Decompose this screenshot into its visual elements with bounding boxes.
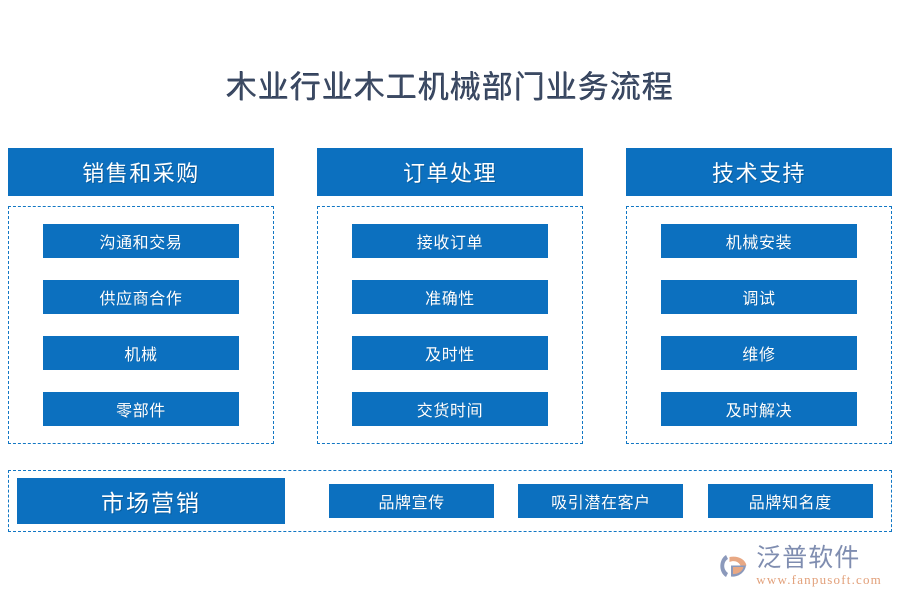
logo-text-wrap: 泛普软件 www.fanpusoft.com	[756, 546, 882, 586]
logo-website-url: www.fanpusoft.com	[756, 572, 882, 587]
item-box[interactable]: 品牌宣传	[329, 484, 495, 518]
item-box[interactable]: 供应商合作	[43, 280, 239, 314]
column-header-2[interactable]: 订单处理	[317, 148, 583, 196]
bottom-header-marketing[interactable]: 市场营销	[17, 478, 285, 524]
column-body-2: 接收订单 准确性 及时性 交货时间	[317, 206, 583, 444]
item-box[interactable]: 调试	[661, 280, 857, 314]
column-header-3[interactable]: 技术支持	[626, 148, 892, 196]
item-box[interactable]: 接收订单	[352, 224, 548, 258]
column-sales-procurement: 销售和采购 沟通和交易 供应商合作 机械 零部件	[8, 148, 274, 448]
page-title: 木业行业木工机械部门业务流程	[226, 70, 674, 105]
item-box[interactable]: 沟通和交易	[43, 224, 239, 258]
column-body-3: 机械安装 调试 维修 及时解决	[626, 206, 892, 444]
item-box[interactable]: 交货时间	[352, 392, 548, 426]
column-header-1[interactable]: 销售和采购	[8, 148, 274, 196]
item-box[interactable]: 准确性	[352, 280, 548, 314]
item-box[interactable]: 及时性	[352, 336, 548, 370]
item-box[interactable]: 机械	[43, 336, 239, 370]
item-box[interactable]: 维修	[661, 336, 857, 370]
item-box[interactable]: 及时解决	[661, 392, 857, 426]
item-box[interactable]: 机械安装	[661, 224, 857, 258]
fanpu-swirl-icon	[720, 555, 747, 577]
item-box[interactable]: 品牌知名度	[707, 484, 873, 518]
bottom-items-container: 品牌宣传 吸引潜在客户 品牌知名度	[285, 484, 885, 518]
item-box[interactable]: 吸引潜在客户	[518, 484, 684, 518]
brand-logo: 泛普软件 www.fanpusoft.com	[716, 546, 882, 586]
column-body-1: 沟通和交易 供应商合作 机械 零部件	[8, 206, 274, 444]
columns-container: 销售和采购 沟通和交易 供应商合作 机械 零部件 订单处理 接收订单 准确性 及…	[0, 148, 900, 448]
column-technical-support: 技术支持 机械安装 调试 维修 及时解决	[626, 148, 892, 448]
column-order-processing: 订单处理 接收订单 准确性 及时性 交货时间	[317, 148, 583, 448]
logo-company-name: 泛普软件	[756, 545, 861, 572]
bottom-band-marketing: 市场营销 品牌宣传 吸引潜在客户 品牌知名度	[8, 470, 892, 532]
item-box[interactable]: 零部件	[43, 392, 239, 426]
